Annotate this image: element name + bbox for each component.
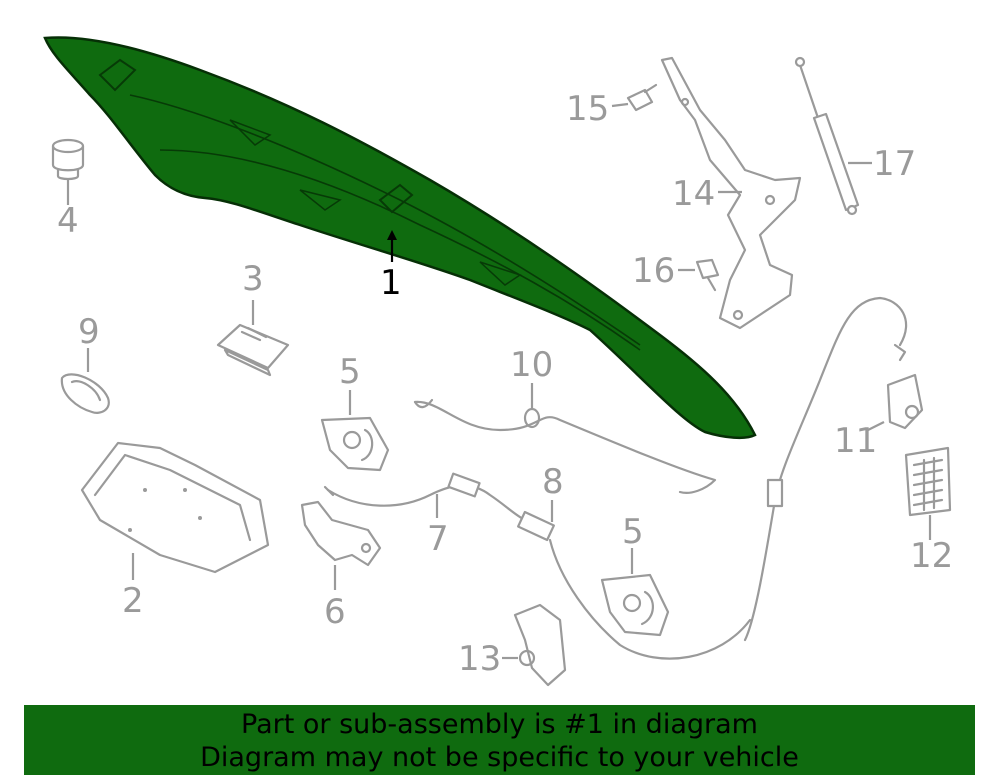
callout-10[interactable]: 10 (510, 345, 553, 385)
bolt-part-16[interactable] (695, 258, 720, 292)
callout-6[interactable]: 6 (324, 592, 346, 632)
hinge-part-14[interactable] (660, 56, 802, 330)
callout-11-leader (867, 421, 885, 431)
callout-15-leader (611, 102, 629, 108)
callout-16[interactable]: 16 (632, 251, 675, 291)
callout-8[interactable]: 8 (542, 462, 564, 502)
callout-12[interactable]: 12 (910, 536, 953, 576)
info-banner: Part or sub-assembly is #1 in diagram Di… (24, 705, 975, 775)
callout-13[interactable]: 13 (458, 639, 501, 679)
callout-15[interactable]: 15 (566, 89, 609, 129)
callout-1-arrow (387, 230, 397, 240)
bracket-part-6[interactable] (300, 500, 382, 567)
callout-9[interactable]: 9 (78, 312, 100, 352)
latch-part-5-upper[interactable] (320, 416, 390, 472)
callout-4[interactable]: 4 (57, 201, 79, 241)
striker-part-13[interactable] (513, 603, 567, 687)
bolt-part-15[interactable] (626, 83, 658, 112)
callout-5-upper[interactable]: 5 (339, 352, 361, 392)
bumper-part-4[interactable] (51, 138, 85, 181)
handle-part-11[interactable] (886, 373, 924, 430)
callout-14[interactable]: 14 (672, 174, 715, 214)
banner-line-1: Part or sub-assembly is #1 in diagram (241, 709, 758, 740)
clip-part-3[interactable] (216, 323, 290, 377)
callout-5-lower[interactable]: 5 (622, 512, 644, 552)
hood-part-1[interactable] (43, 36, 757, 440)
cable-part-7[interactable] (323, 472, 527, 522)
connector-part-8[interactable] (517, 510, 752, 660)
strut-part-17[interactable] (794, 56, 860, 216)
callout-2[interactable]: 2 (122, 581, 144, 621)
insulator-part-2[interactable] (80, 441, 270, 574)
release-cable[interactable] (743, 296, 908, 642)
grommet-part-9[interactable] (60, 373, 110, 414)
banner-line-2: Diagram may not be specific to your vehi… (200, 742, 799, 773)
cable-part-10[interactable] (413, 398, 717, 494)
callout-11[interactable]: 11 (834, 421, 877, 461)
callout-7[interactable]: 7 (427, 519, 449, 559)
callout-3[interactable]: 3 (242, 259, 264, 299)
latch-part-5-lower[interactable] (600, 573, 670, 637)
parts-diagram: 1 4 3 9 2 5 (43, 36, 953, 687)
bracket-part-12[interactable] (904, 446, 952, 517)
callout-1[interactable]: 1 (380, 263, 402, 303)
callout-17[interactable]: 17 (873, 144, 916, 184)
